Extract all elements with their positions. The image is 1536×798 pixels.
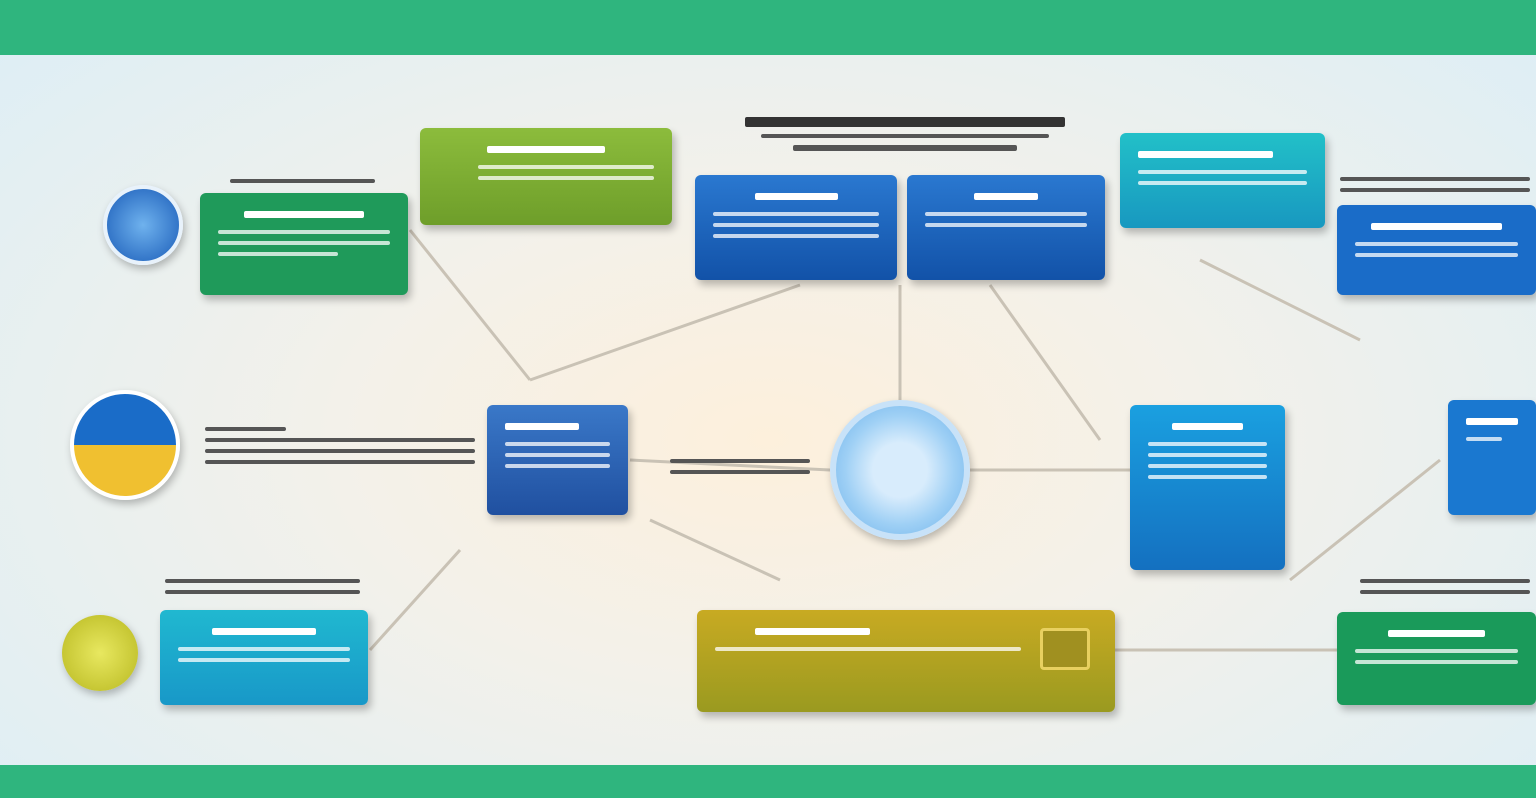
label-text bbox=[670, 452, 810, 481]
node-box[interactable] bbox=[1337, 205, 1536, 295]
cloud-icon bbox=[70, 390, 180, 500]
hub-icon[interactable] bbox=[830, 400, 970, 540]
node-box[interactable] bbox=[487, 405, 628, 515]
node-box[interactable] bbox=[695, 175, 897, 280]
node-box[interactable] bbox=[200, 193, 408, 295]
document-icon bbox=[1040, 628, 1090, 670]
title bbox=[745, 110, 1065, 158]
label-text bbox=[1340, 170, 1530, 199]
label-text bbox=[1360, 572, 1530, 601]
node-box[interactable] bbox=[1448, 400, 1536, 515]
label-text bbox=[230, 172, 375, 190]
node-box[interactable] bbox=[907, 175, 1105, 280]
gear-icon bbox=[62, 615, 138, 691]
globe-icon bbox=[103, 185, 183, 265]
node-box[interactable] bbox=[1130, 405, 1285, 570]
node-box[interactable] bbox=[1120, 133, 1325, 228]
node-box[interactable] bbox=[420, 128, 672, 225]
bottom-band bbox=[0, 765, 1536, 798]
label-text bbox=[165, 572, 360, 601]
node-box[interactable] bbox=[160, 610, 368, 705]
label-text bbox=[205, 420, 475, 471]
top-band bbox=[0, 0, 1536, 55]
node-box[interactable] bbox=[1337, 612, 1536, 705]
